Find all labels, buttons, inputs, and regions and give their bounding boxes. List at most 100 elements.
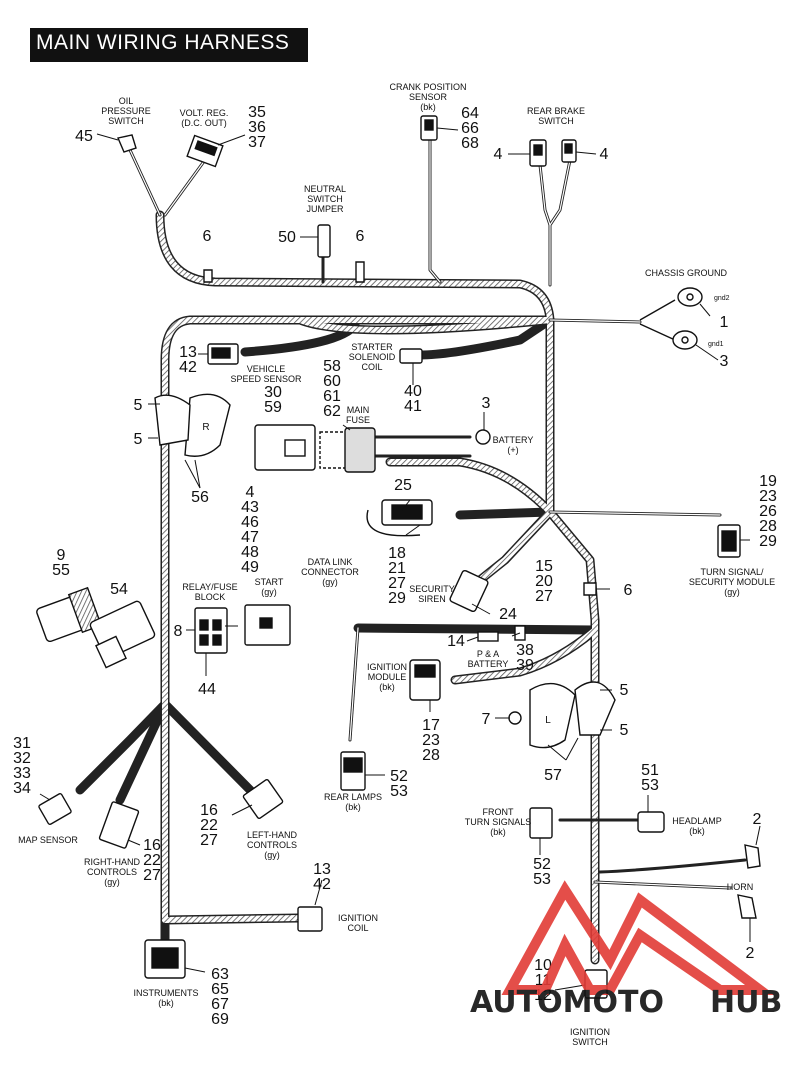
label-volt-reg: VOLT. REG.(D.C. OUT) bbox=[180, 108, 229, 128]
callout-56: 56 bbox=[191, 489, 209, 506]
label-right-hand-controls-line: RIGHT-HAND bbox=[84, 857, 141, 867]
callout-5-upper-l: 5 bbox=[620, 682, 629, 699]
label-oil-pressure-switch-line: PRESSURE bbox=[101, 106, 151, 116]
callout-31-32-33-34-line: 32 bbox=[13, 750, 31, 767]
callout-10-11-12-line: 10 bbox=[534, 957, 552, 974]
right-switch-housing bbox=[184, 393, 231, 457]
callout-5-upper-l-line: 5 bbox=[620, 682, 629, 699]
callout-6-siren-line: 6 bbox=[624, 582, 633, 599]
label-security-siren-line: SIREN bbox=[418, 594, 446, 604]
label-turn-signal-module-line: TURN SIGNAL/ bbox=[700, 567, 764, 577]
label-rear-brake-switch-line: SWITCH bbox=[538, 116, 574, 126]
front-turn-signals-connector bbox=[529, 807, 553, 839]
callout-19-23-26-28-29-line: 26 bbox=[759, 503, 777, 520]
label-main-fuse-line: FUSE bbox=[346, 415, 370, 425]
callout-16-22-27-left-line: 27 bbox=[200, 832, 218, 849]
label-instruments: INSTRUMENTS(bk) bbox=[134, 988, 199, 1008]
relay-fuse-block bbox=[194, 607, 228, 654]
start-relay bbox=[244, 604, 291, 646]
label-l-mark-line: L bbox=[545, 715, 551, 726]
callout-1: 1 bbox=[720, 314, 729, 331]
label-data-link-connector-line: (gy) bbox=[322, 577, 338, 587]
callout-57-line: 57 bbox=[544, 767, 562, 784]
label-turn-signal-module-line: (gy) bbox=[724, 587, 740, 597]
callout-57: 57 bbox=[544, 767, 562, 784]
label-ignition-coil-line: COIL bbox=[347, 923, 368, 933]
data-link-connector bbox=[366, 499, 433, 537]
callout-19-23-26-28-29-line: 29 bbox=[759, 533, 777, 550]
callout-3-battery-line: 3 bbox=[482, 395, 491, 412]
callout-13-42-top-line: 42 bbox=[179, 359, 197, 376]
callout-52-53-rear-line: 52 bbox=[390, 768, 408, 785]
callout-64-66-68-line: 68 bbox=[461, 135, 479, 152]
callout-52-53-front-line: 52 bbox=[533, 856, 551, 873]
title-banner bbox=[30, 28, 308, 62]
label-r-mark: R bbox=[202, 422, 209, 433]
callout-17-23-28-line: 23 bbox=[422, 732, 440, 749]
label-left-hand-controls-line: (gy) bbox=[264, 850, 280, 860]
callout-6-mid: 6 bbox=[356, 228, 365, 245]
callout-4-left: 4 bbox=[494, 146, 503, 163]
callout-52-53-front-line: 53 bbox=[533, 871, 551, 888]
callout-3-chassis: 3 bbox=[720, 353, 729, 370]
callout-6-left: 6 bbox=[203, 228, 212, 245]
headlamp-connector bbox=[637, 811, 665, 833]
right-switch-housing-b bbox=[154, 394, 191, 446]
label-ignition-module-line: IGNITION bbox=[367, 662, 407, 672]
pa-battery bbox=[477, 631, 499, 642]
callout-64-66-68-line: 66 bbox=[461, 120, 479, 137]
label-chassis-ground: CHASSIS GROUND bbox=[645, 268, 728, 278]
label-gnd1: gnd1 bbox=[708, 341, 724, 348]
label-rear-lamps-line: REAR LAMPS bbox=[324, 792, 382, 802]
label-neutral-switch-jumper-line: JUMPER bbox=[306, 204, 344, 214]
map-sensor-connector bbox=[38, 793, 72, 825]
label-relay-fuse-block-line: BLOCK bbox=[195, 592, 226, 602]
label-rear-lamps-line: (bk) bbox=[345, 802, 361, 812]
callout-63-65-67-69-line: 63 bbox=[211, 966, 229, 983]
callout-35-36-37-line: 35 bbox=[248, 104, 266, 121]
callout-5-upper-r-line: 5 bbox=[134, 397, 143, 414]
callout-5-lower-l: 5 bbox=[620, 722, 629, 739]
label-l-mark: L bbox=[545, 715, 551, 726]
callout-15-20-27-line: 15 bbox=[535, 558, 553, 575]
callout-25: 25 bbox=[394, 477, 412, 494]
callout-6-left-line: 6 bbox=[203, 228, 212, 245]
label-left-hand-controls-line: CONTROLS bbox=[247, 840, 297, 850]
callout-4-43-46-47-48-49-line: 46 bbox=[241, 514, 259, 531]
label-ignition-switch-line: SWITCH bbox=[572, 1037, 608, 1047]
callout-31-32-33-34-line: 33 bbox=[13, 765, 31, 782]
label-headlamp: HEADLAMP(bk) bbox=[672, 816, 722, 836]
callout-16-22-27-right-line: 16 bbox=[143, 837, 161, 854]
callout-31-32-33-34-line: 34 bbox=[13, 780, 31, 797]
label-chassis-ground-line: CHASSIS GROUND bbox=[645, 268, 728, 278]
label-right-hand-controls-line: CONTROLS bbox=[87, 867, 137, 877]
label-gnd2-line: gnd2 bbox=[714, 295, 730, 302]
callout-19-23-26-28-29-line: 19 bbox=[759, 473, 777, 490]
callout-14-line: 14 bbox=[447, 633, 465, 650]
label-horn: HORN bbox=[727, 882, 754, 892]
right-hand-controls-connector bbox=[98, 801, 140, 849]
components bbox=[36, 115, 761, 999]
label-volt-reg-line: (D.C. OUT) bbox=[181, 118, 227, 128]
callout-2-top-line: 2 bbox=[753, 811, 762, 828]
callout-5-lower-l-line: 5 bbox=[620, 722, 629, 739]
label-ignition-module-line: (bk) bbox=[379, 682, 395, 692]
